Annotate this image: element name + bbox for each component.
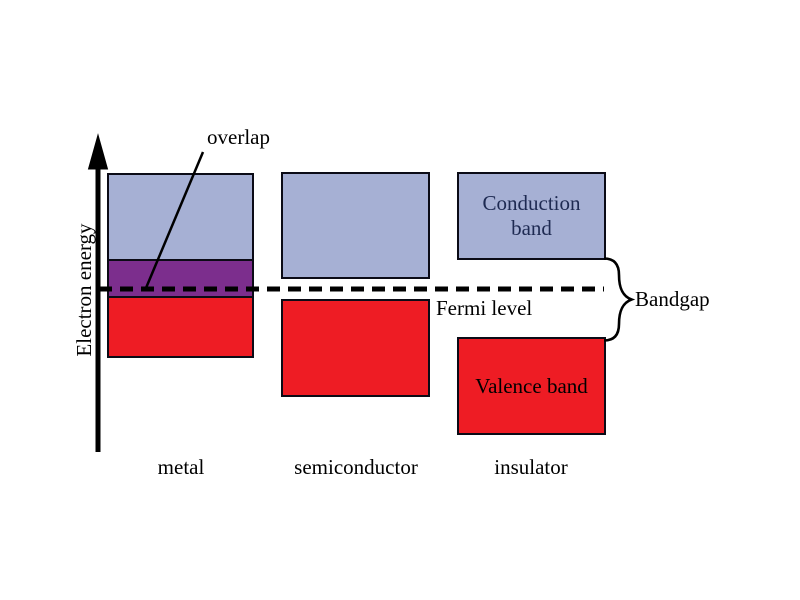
bandgap-brace (603, 257, 636, 342)
semiconductor-valence-band-box (281, 299, 430, 397)
metal-valence-band-box (107, 296, 254, 358)
valence-band-label: Valence band (475, 373, 588, 398)
metal-overlap-region-box (107, 259, 254, 298)
energy-axis-arrowhead-icon (87, 133, 109, 170)
insulator-conduction-band-box: Conduction band (457, 172, 606, 260)
column-label-insulator: insulator (494, 455, 568, 479)
electron-energy-axis-label: Electron energy (72, 223, 96, 357)
metal-conduction-band-box (107, 173, 254, 261)
insulator-valence-band-box: Valence band (457, 337, 606, 435)
semiconductor-conduction-band-box (281, 172, 430, 279)
overlap-annotation: overlap (207, 125, 270, 149)
bandgap-annotation: Bandgap (635, 287, 710, 311)
conduction-band-label: Conduction band (482, 191, 581, 240)
fermi-level-annotation: Fermi level (436, 296, 533, 320)
column-label-semiconductor: semiconductor (294, 455, 418, 479)
column-label-metal: metal (157, 455, 205, 479)
